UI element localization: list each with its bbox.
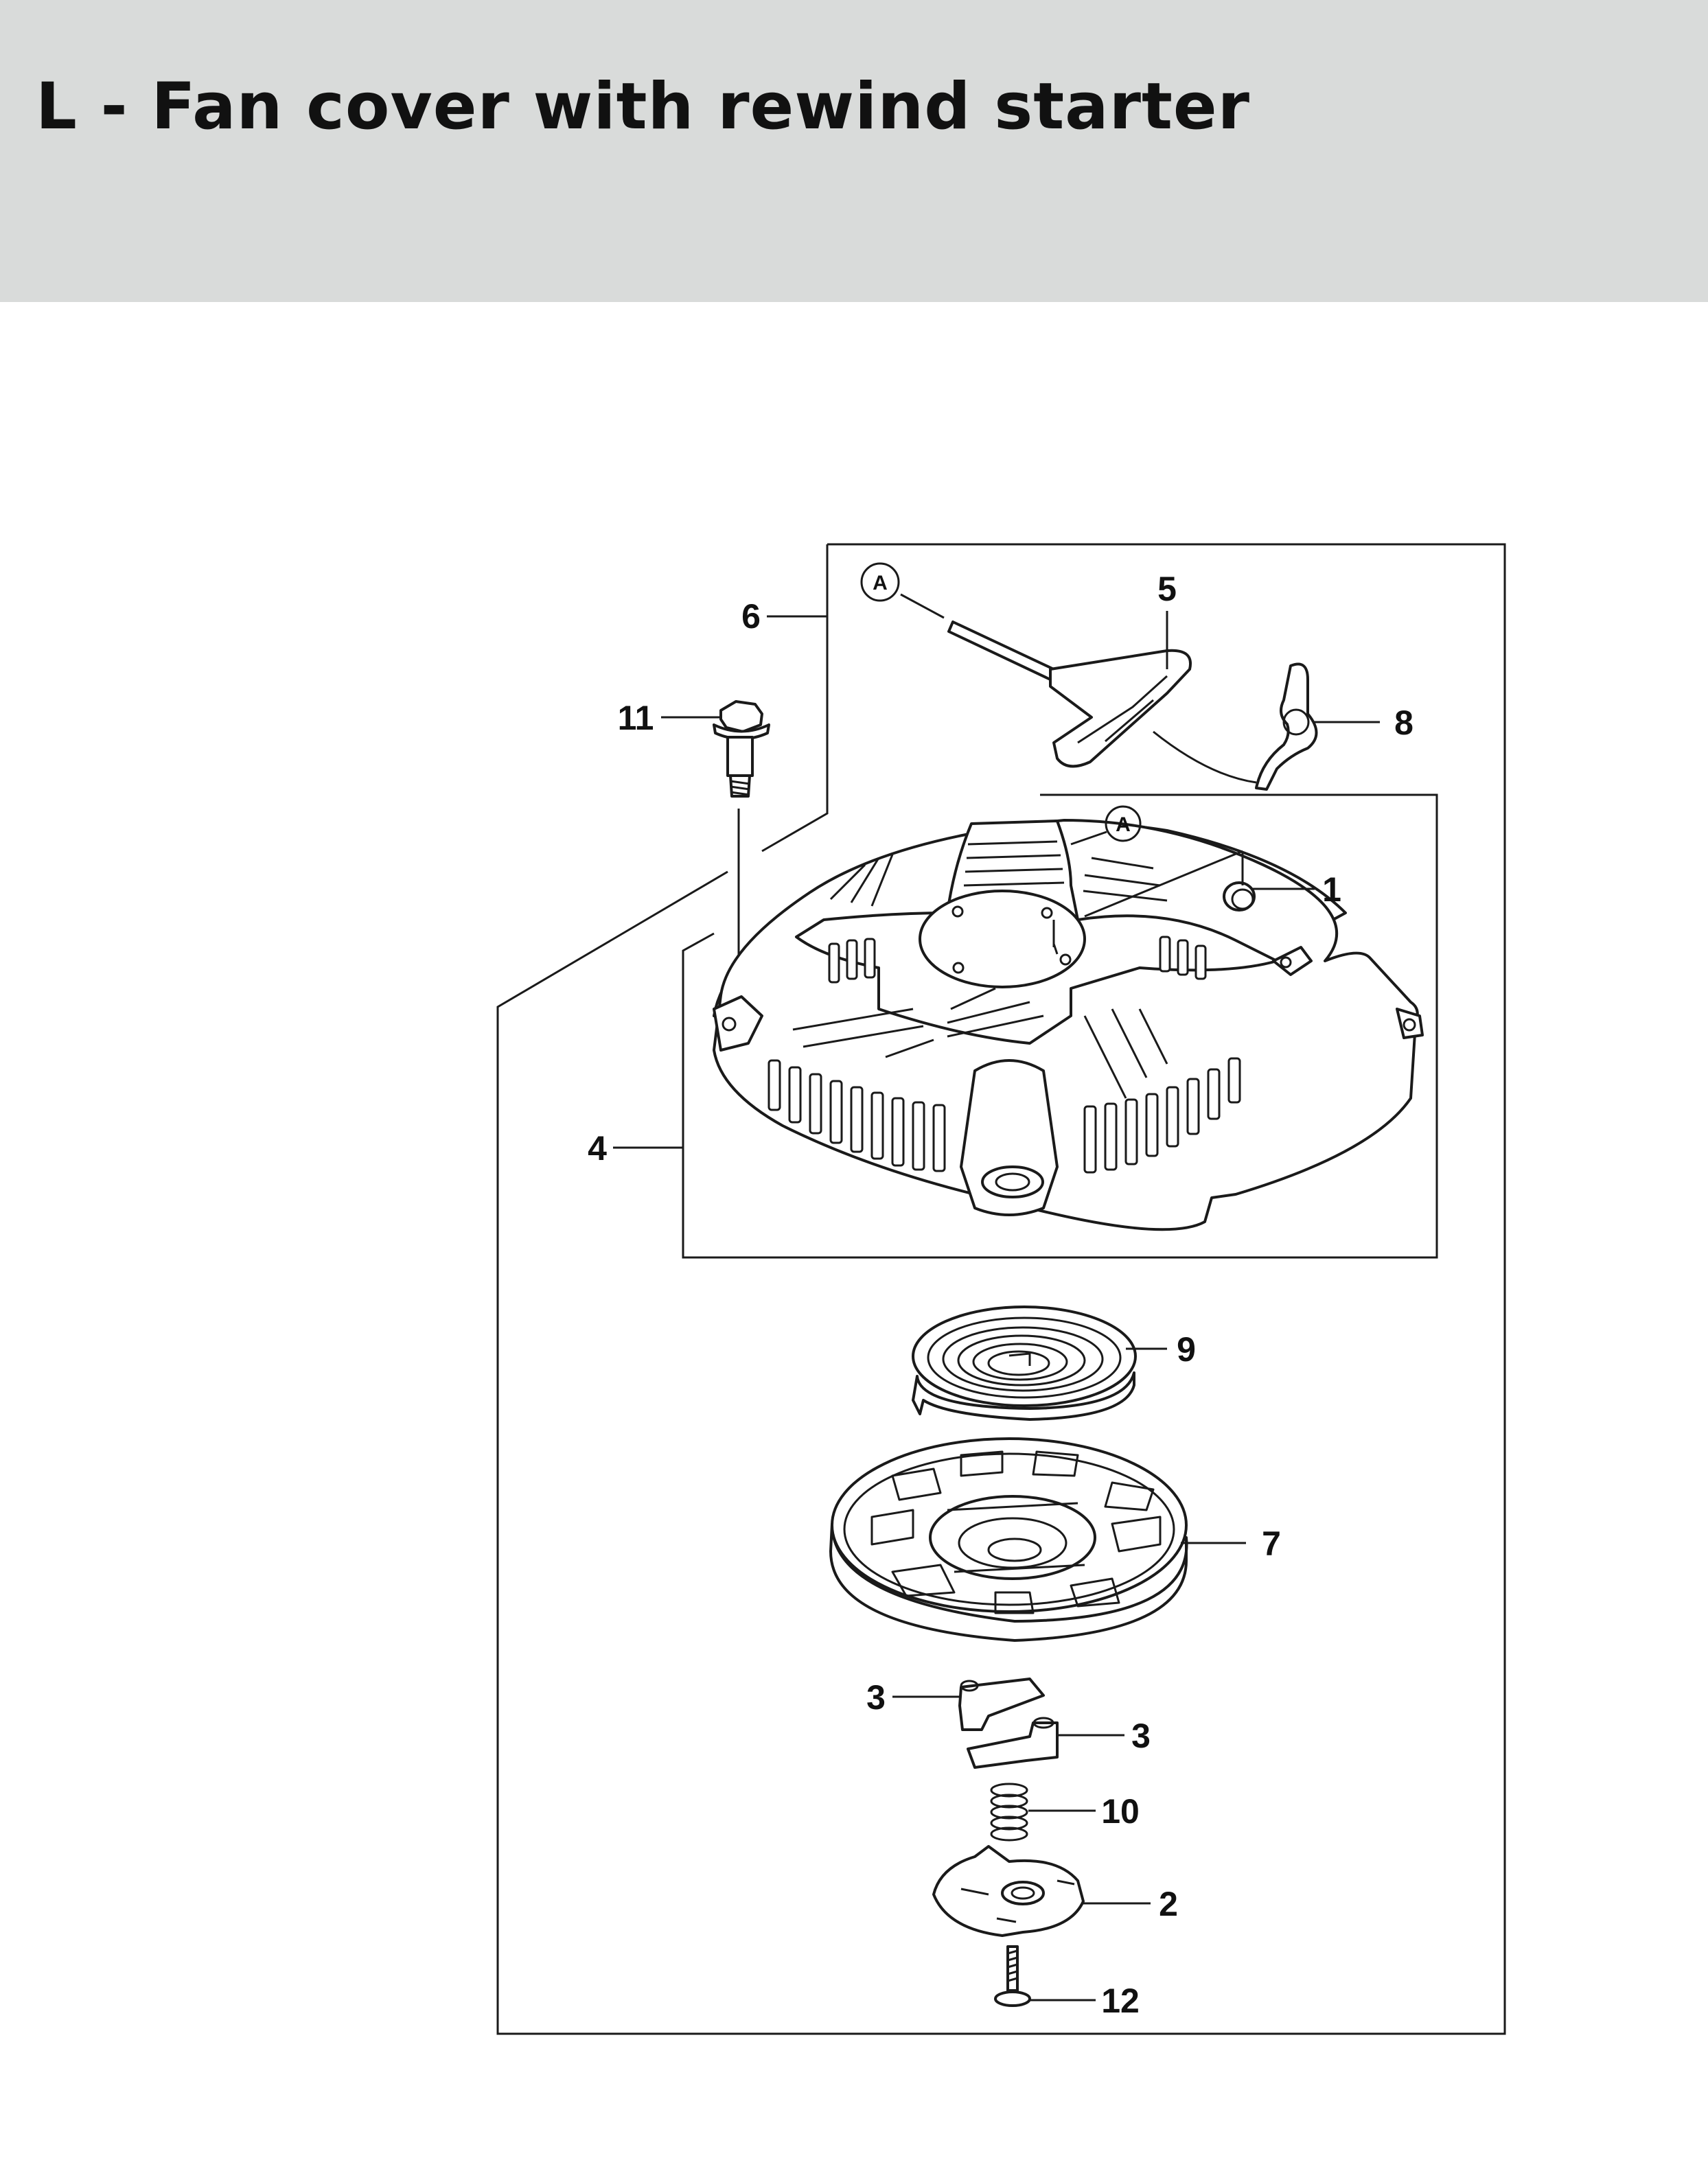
friction-plate-part — [932, 1845, 1085, 1937]
rope-knot-part — [1255, 662, 1318, 791]
callout-5: 5 — [1157, 570, 1177, 608]
assembly-6-frame — [496, 543, 1506, 2035]
ref-marker-a-top: A — [873, 572, 888, 594]
coil-spring-part — [990, 1783, 1028, 1842]
callout-2: 2 — [1159, 1885, 1178, 1923]
callout-4: 4 — [588, 1129, 607, 1168]
callout-7: 7 — [1262, 1524, 1281, 1563]
assembly-4-frame — [682, 793, 1438, 1259]
starter-pulley-part — [829, 1437, 1188, 1642]
ratchet-pawl-lower-part — [967, 1717, 1059, 1769]
starter-handle-part: A — [860, 562, 1257, 784]
flange-bolt-part — [713, 700, 770, 798]
fan-cover-part: A — [713, 805, 1424, 1231]
callout-10: 10 — [1101, 1792, 1140, 1831]
ref-marker-a-cover: A — [1116, 813, 1131, 836]
callout-9: 9 — [1177, 1330, 1196, 1369]
leader-lines — [613, 611, 1380, 2002]
callout-labels: 6 5 11 8 1 4 9 7 3 3 10 2 12 — [588, 570, 1413, 2020]
rope-guide-part — [1084, 850, 1256, 918]
callout-3-upper: 3 — [866, 1678, 886, 1717]
header-band: L - Fan cover with rewind starter — [0, 0, 1708, 302]
recoil-spring-part — [912, 1306, 1137, 1421]
fan-cover-slots — [768, 840, 1241, 1174]
ratchet-pawl-upper-part — [958, 1678, 1045, 1731]
screw-part — [994, 1945, 1031, 2007]
callout-3-lower: 3 — [1131, 1717, 1151, 1755]
page-title: L - Fan cover with rewind starter — [36, 69, 1251, 144]
callout-11: 11 — [618, 699, 654, 737]
callout-12: 12 — [1101, 1982, 1140, 2020]
callout-8: 8 — [1394, 704, 1413, 742]
callout-1: 1 — [1322, 870, 1341, 909]
callout-6: 6 — [741, 597, 761, 636]
